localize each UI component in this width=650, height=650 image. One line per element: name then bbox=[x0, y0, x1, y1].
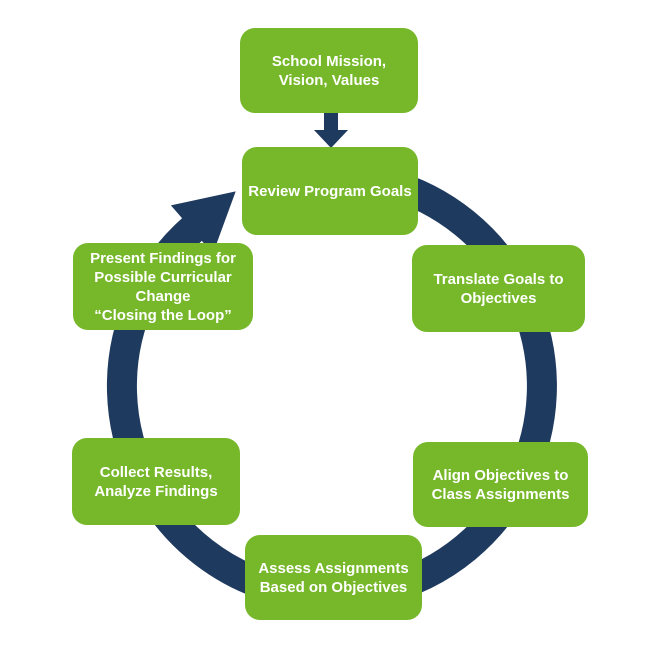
node-present-findings: Present Findings for Possible Curricular… bbox=[73, 243, 253, 330]
node-label-line: Based on Objectives bbox=[259, 578, 408, 596]
node-label-line: Assess Assignments bbox=[258, 559, 409, 577]
node-label-line: “Closing the Loop” bbox=[94, 306, 232, 324]
node-review-program-goals: Review Program Goals bbox=[242, 147, 418, 235]
node-align-objectives: Align Objectives to Class Assignments bbox=[413, 442, 588, 527]
node-school-mission: School Mission, Vision, Values bbox=[240, 28, 418, 113]
node-label-line: Collect Results, bbox=[99, 463, 213, 481]
node-assess-assignments: Assess Assignments Based on Objectives bbox=[245, 535, 422, 620]
node-translate-goals: Translate Goals to Objectives bbox=[412, 245, 585, 332]
down-arrow-icon bbox=[314, 113, 348, 148]
node-label-line: Objectives bbox=[460, 289, 537, 307]
node-label-line: Class Assignments bbox=[431, 485, 570, 503]
node-label-line: Analyze Findings bbox=[94, 482, 218, 500]
node-label-line: School Mission, bbox=[271, 52, 387, 70]
cycle-arrowhead-icon bbox=[170, 191, 236, 254]
node-label-line: Change bbox=[135, 287, 191, 305]
node-label-line: Present Findings for bbox=[90, 249, 236, 267]
node-collect-results: Collect Results, Analyze Findings bbox=[72, 438, 240, 525]
node-label-line: Align Objectives to bbox=[432, 466, 569, 484]
node-label-line: Translate Goals to bbox=[433, 270, 564, 288]
node-label-line: Vision, Values bbox=[278, 71, 380, 89]
node-label-line: Review Program Goals bbox=[248, 182, 412, 200]
node-label-line: Possible Curricular bbox=[94, 268, 232, 286]
